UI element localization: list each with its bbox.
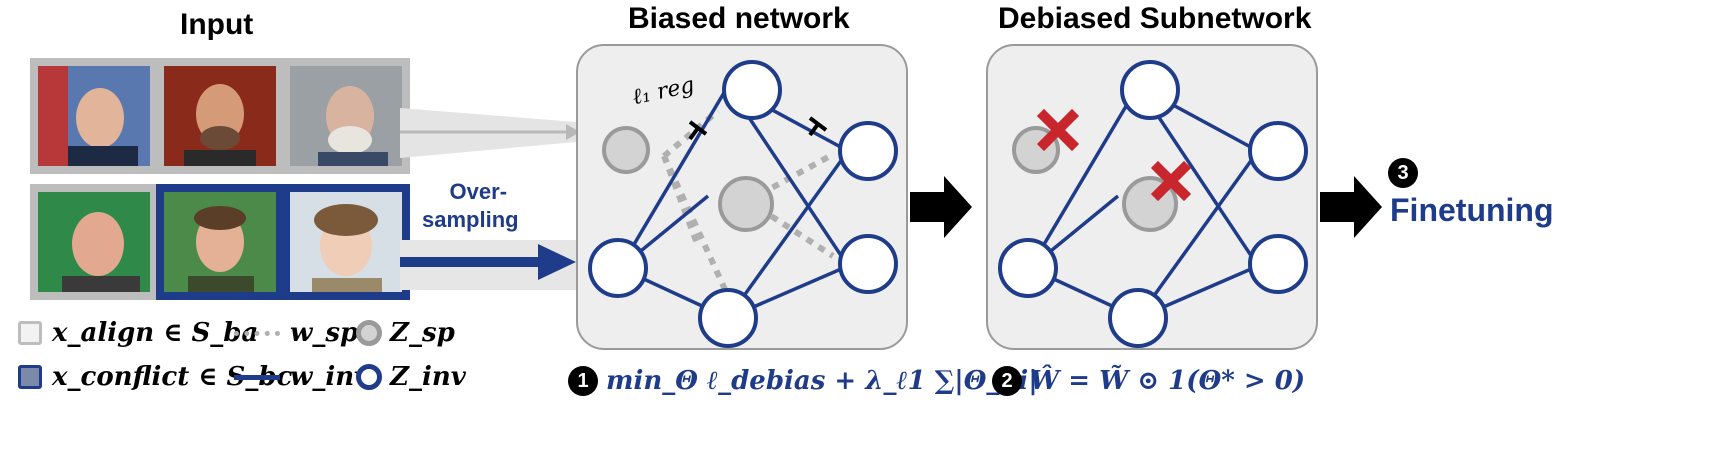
input-image-conflict-2 <box>282 184 410 300</box>
finetuning-label: Finetuning <box>1390 192 1554 228</box>
inv-edge-6 <box>726 149 850 320</box>
sub-edge-1 <box>1028 85 1140 269</box>
debiased-subnetwork-graph <box>998 60 1308 348</box>
pruned-x-2b <box>1150 160 1192 202</box>
sub-node-right-top <box>1248 121 1308 181</box>
sp-edge-3 <box>661 154 731 298</box>
equation-1: min_Θ ℓ_debias + λ_ℓ1 ∑|Θ_l,i| <box>606 366 1038 396</box>
biased-network-panel: ℓ₁ reg <box>576 44 908 350</box>
sub-node-bottom <box>1108 288 1168 348</box>
sub-edge-6 <box>1136 149 1260 320</box>
node-zsp-2 <box>718 176 774 232</box>
sub-node-top <box>1120 60 1180 120</box>
node-left <box>588 238 648 298</box>
node-zsp-1 <box>602 126 650 174</box>
node-top <box>722 60 782 120</box>
conflict-arrowhead <box>538 244 576 280</box>
biased-network-title: Biased network <box>628 2 850 35</box>
legend-conflict-swatch <box>18 365 42 389</box>
step-2-equation: 2 Ŵ = W̃ ⊙ 1(Θ* > 0) <box>992 366 1305 396</box>
debiased-subnetwork-panel <box>986 44 1318 350</box>
oversampling-label-line1: Over- <box>449 179 508 204</box>
oversampling-label-line2: sampling <box>422 207 519 232</box>
input-image-align-1 <box>30 58 158 174</box>
step-2-badge: 2 <box>992 366 1022 396</box>
sub-node-right-bottom <box>1248 234 1308 294</box>
legend-wsp-line <box>234 330 280 336</box>
legend-row-1: x_align ∈ S_ba w_sp Z_sp <box>18 318 455 348</box>
reg-marker-left-stem <box>688 126 700 141</box>
step-1-badge: 1 <box>568 366 598 396</box>
legend-wsp-label: w_sp <box>290 318 359 348</box>
oversampling-label: Over- sampling <box>422 178 519 234</box>
step-3-badge-wrap: 3 <box>1388 158 1418 188</box>
legend-winv-line <box>234 374 280 380</box>
legend-zsp-circle <box>356 320 382 346</box>
input-image-conflict-1 <box>156 184 284 300</box>
legend-zinv-circle <box>356 364 382 390</box>
legend-align-label: x_align ∈ S_ba <box>52 318 259 348</box>
inv-edge-1 <box>618 85 730 269</box>
biased-to-debiased-arrow <box>910 176 972 238</box>
step-3-badge: 3 <box>1388 158 1418 188</box>
legend-row-2: x_conflict ∈ S_bc w_inv Z_inv <box>18 362 466 392</box>
node-right-bottom <box>838 234 898 294</box>
input-image-align-2 <box>156 58 284 174</box>
legend-align-swatch <box>18 321 42 345</box>
legend-zinv-label: Z_inv <box>390 362 466 392</box>
debiased-subnetwork-title: Debiased Subnetwork <box>998 2 1312 35</box>
biased-network-graph <box>588 60 898 348</box>
debiased-to-finetuning-arrow <box>1320 176 1382 238</box>
input-image-align-4 <box>30 184 158 300</box>
node-right-top <box>838 121 898 181</box>
step-1-equation: 1 min_Θ ℓ_debias + λ_ℓ1 ∑|Θ_l,i| <box>568 366 1038 396</box>
legend-zsp-label: Z_sp <box>390 318 455 348</box>
align-arrowhead <box>566 124 580 140</box>
equation-2: Ŵ = W̃ ⊙ 1(Θ* > 0) <box>1030 366 1306 396</box>
pruned-x-1b <box>1036 108 1080 152</box>
reg-marker-right-stem <box>808 122 820 137</box>
input-title: Input <box>180 8 254 41</box>
node-bottom <box>698 288 758 348</box>
sub-node-left <box>998 238 1058 298</box>
